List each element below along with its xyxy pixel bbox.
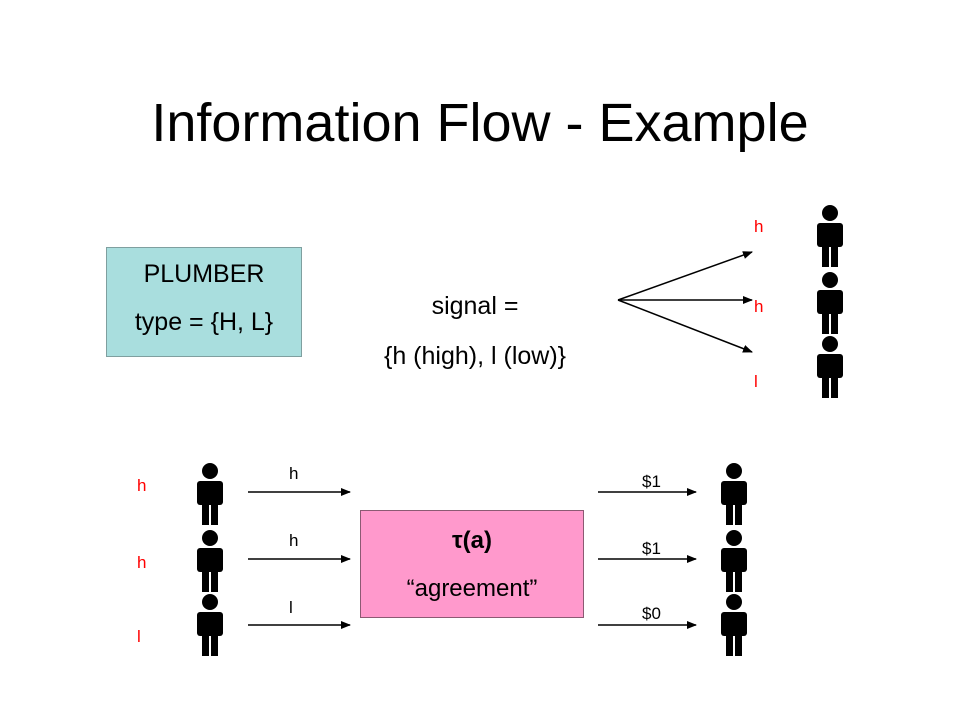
person-icon [721,463,747,525]
bottom-signal-1: h [137,476,147,495]
agreement-box: τ(a) “agreement” [360,510,584,618]
signal-label: signal = [431,292,519,320]
top-signal-2: h [754,297,764,316]
person-icon [721,530,747,592]
person-icon [817,272,843,334]
plumber-label: PLUMBER [143,260,265,288]
arrow-label-1: h [289,464,299,483]
agreement-label: “agreement” [406,575,538,602]
bottom-signal-3: l [137,627,141,646]
person-icon [197,530,223,592]
arrow-label-2: h [289,531,299,550]
fan-arrow-3 [617,299,753,353]
tau-label: τ(a) [451,527,493,554]
person-icon [817,205,843,267]
plumber-box: PLUMBER type = {H, L} [106,247,302,357]
plumber-type: type = {H, L} [134,308,274,336]
top-signal-1: h [754,217,764,236]
slide-title: Information Flow - Example [151,93,809,153]
payout-1: $1 [642,472,661,491]
fan-arrow-1 [617,251,753,301]
signal-values: {h (high), l (low)} [383,342,567,370]
payout-2: $1 [642,539,661,558]
bottom-signal-2: h [137,553,147,572]
person-icon [197,594,223,656]
person-icon [817,336,843,398]
person-icon [721,594,747,656]
arrow-label-3: l [289,598,293,617]
payout-3: $0 [642,604,661,623]
top-signal-3: l [754,372,758,391]
person-icon [197,463,223,525]
